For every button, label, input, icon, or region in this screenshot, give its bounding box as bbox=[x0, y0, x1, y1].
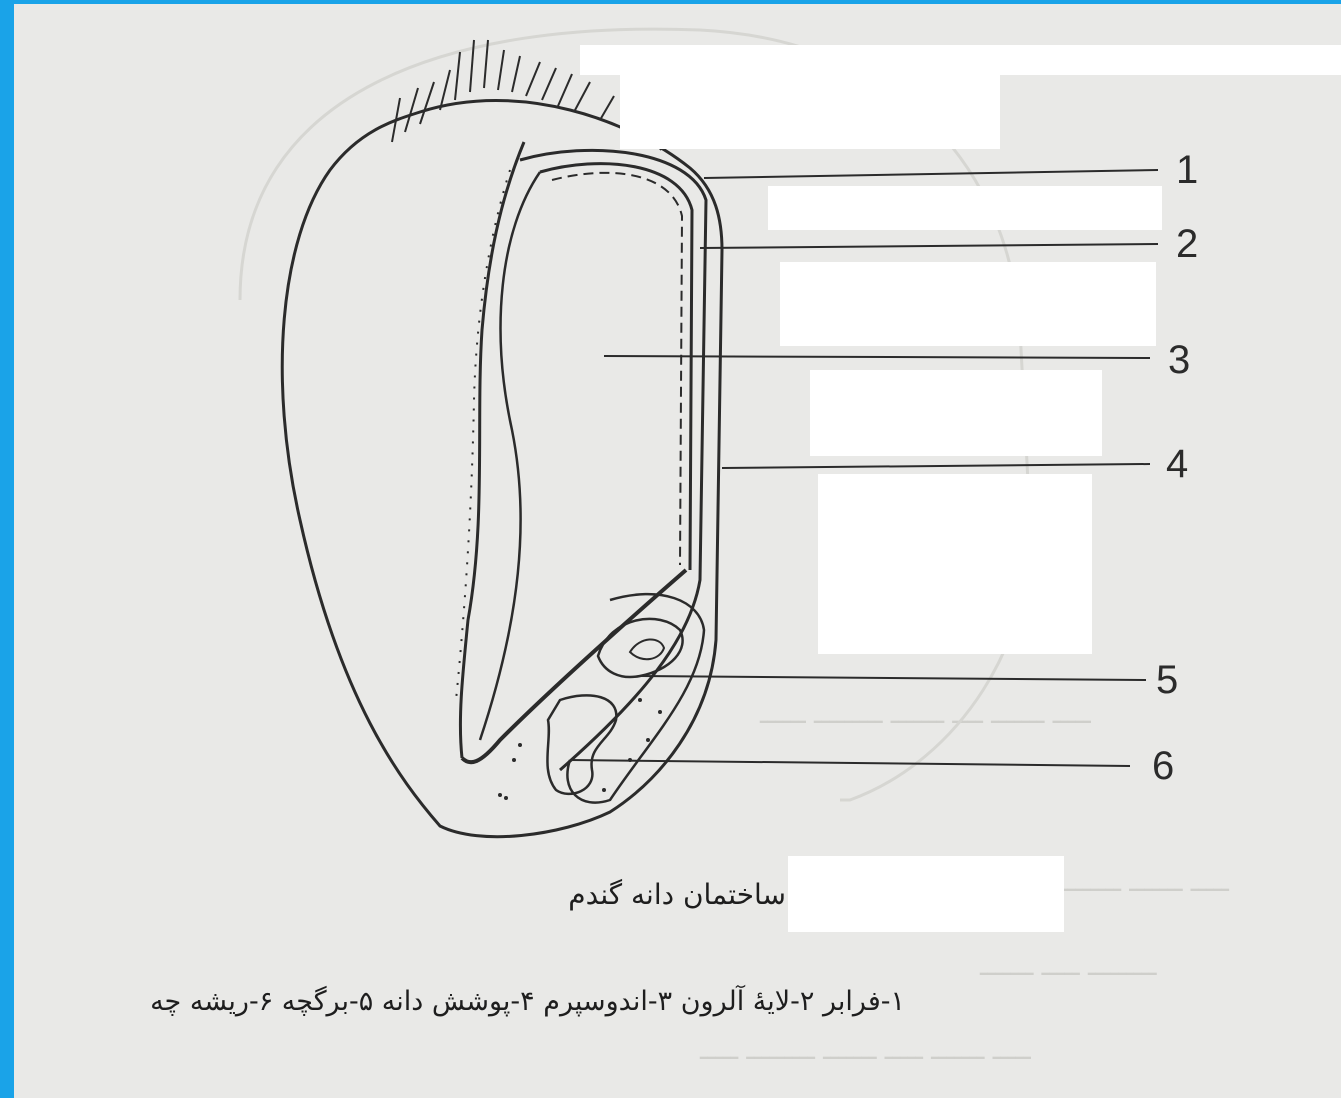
label-6: 6 bbox=[1152, 746, 1174, 786]
diagram-title: ساختمان دانه گندم bbox=[568, 878, 786, 911]
stipple-dots bbox=[498, 698, 662, 800]
label-4: 4 bbox=[1166, 444, 1188, 484]
plumule bbox=[598, 619, 683, 677]
mask-block bbox=[580, 45, 1341, 75]
label-1: 1 bbox=[1176, 150, 1198, 190]
leader-lines bbox=[570, 170, 1158, 766]
radicle bbox=[547, 695, 616, 794]
mask-block bbox=[818, 474, 1092, 654]
mask-block bbox=[788, 856, 1064, 932]
mask-block bbox=[768, 186, 1162, 230]
label-3: 3 bbox=[1168, 340, 1190, 380]
mask-block bbox=[810, 370, 1102, 456]
diagram-legend: ۱-فرابر ۲-لایهٔ آلرون ۳-اندوسپرم ۴-پوشش … bbox=[150, 986, 905, 1017]
label-5: 5 bbox=[1156, 660, 1178, 700]
label-2: 2 bbox=[1176, 224, 1198, 264]
mask-block bbox=[620, 75, 1000, 149]
aleurone-layer bbox=[540, 164, 692, 570]
mask-block bbox=[780, 262, 1156, 346]
